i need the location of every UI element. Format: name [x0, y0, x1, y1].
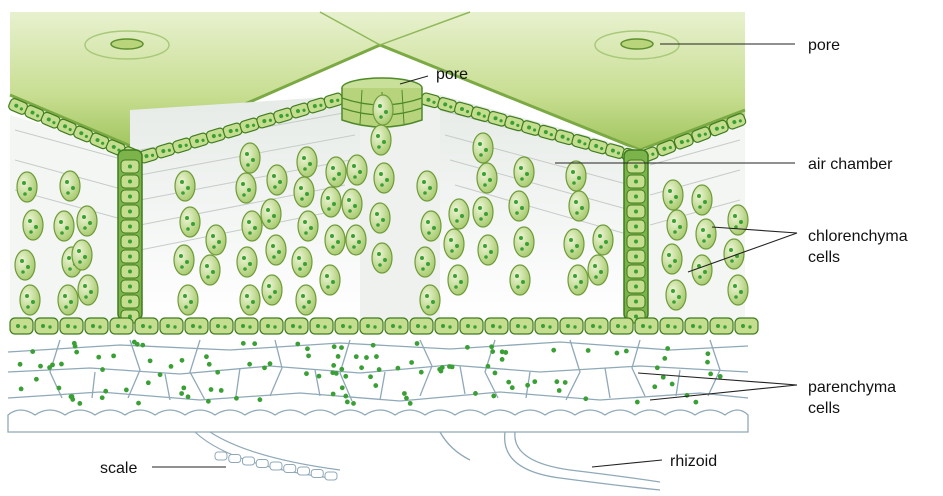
label-pore-top: pore — [808, 37, 840, 54]
label-chlorenchyma-2: cells — [808, 249, 840, 266]
label-pore-mid: pore — [436, 66, 468, 83]
label-parenchyma-2: cells — [808, 400, 840, 417]
label-chlorenchyma-1: chlorenchyma — [808, 228, 908, 245]
label-air-chamber: air chamber — [808, 156, 893, 173]
lower-epidermis — [8, 410, 748, 432]
leader-rhizoid — [592, 460, 662, 467]
lower-photosynthetic-row — [10, 318, 758, 334]
label-rhizoid: rhizoid — [670, 453, 717, 470]
label-parenchyma-1: parenchyma — [808, 379, 896, 396]
label-scale: scale — [100, 460, 137, 477]
scale-structure — [195, 432, 340, 480]
rhizoid-structure — [440, 432, 660, 490]
